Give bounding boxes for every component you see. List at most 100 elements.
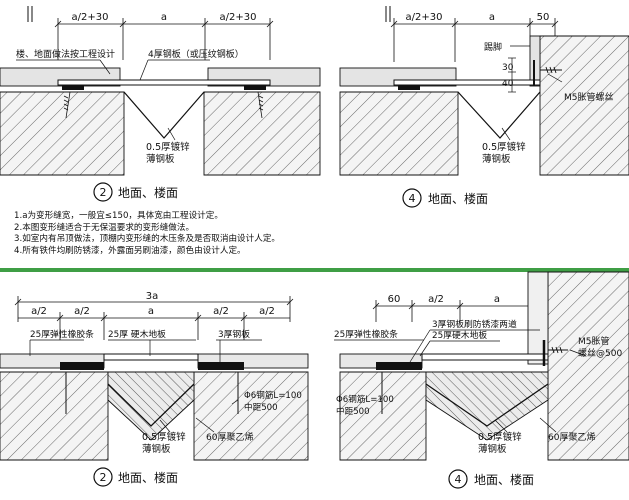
polyethylene [107,371,195,441]
dim-label: a/2+30 [406,12,443,23]
pe-note: 60厚聚乙烯 [206,431,253,443]
section-separator [0,268,629,272]
dim-label: a/2+30 [220,12,257,23]
caption-title: 地面、楼面 [118,470,178,485]
vertical-dims [508,57,516,93]
plate-block [398,85,420,90]
bottom-left-detail: 3a a/2 a/2 a a/2 a/2 [0,291,309,487]
caption-circle [402,188,422,208]
design-notes: 1.a为变形缝宽，一般宜≤150，具体宽由工程设计定。 2.本图变形缝适合于无保… [14,211,280,257]
rebar-note: 中距500 [244,401,278,413]
dim-vertical: 30 [502,63,514,73]
wood-note: 25厚硬木地板 [432,329,487,341]
bolt-note: M5胀管 [578,335,610,347]
sheet-note: 0.5厚镀锌 [482,141,526,153]
dim-label: a [489,12,495,23]
dim-label: a [148,306,154,317]
slab [339,371,427,461]
sheet-note: 薄钢板 [478,443,507,455]
skirting-note: 踢脚 [484,42,502,53]
caption-circle [93,467,113,487]
rebar-note: Φ6钢筋L=100 [244,389,302,401]
anchor-bolts [63,91,264,119]
bolt-note: 螺丝@500 [578,347,622,359]
dim-label: a/2 [74,306,90,317]
floor-note: 楼、地面做法按工程设计 [16,48,115,60]
leaders [16,59,210,141]
slab-left [0,371,109,461]
rubber-strip [421,353,549,361]
caption-number: 2 [100,471,107,484]
steel-plate-left [60,362,104,370]
dimension-line-top-left [54,18,274,60]
leaders [501,45,563,141]
plate-block [62,85,84,90]
note-line: 1.a为变形缝宽，一般宜≤150，具体宽由工程设计定。 [14,211,223,221]
rebars [65,372,239,414]
caption-title: 地面、楼面 [428,191,488,206]
rubber-note: 25厚弹性橡胶条 [30,328,94,340]
leaders [334,329,587,433]
steel-plate-right [198,362,244,370]
dim-label: a/2 [259,306,275,317]
dim-label: a [494,294,500,305]
steel-plate [376,362,422,370]
caption-number: 2 [100,186,107,199]
sheet-note: 薄钢板 [146,153,175,165]
bottom-right-detail: 60 a/2 a 3厚钢板刷防锈漆两道 25厚硬木地板 25厚弹性橡胶条 [334,271,629,489]
caption-number: 4 [455,473,462,486]
dim-label: a/2 [428,294,444,305]
galvanized-sheet [457,91,541,139]
note-line: 4.所有铁件均刷防锈漆，外露面另刷油漆，颜色由设计人定。 [14,245,246,256]
polyethylene [425,371,549,441]
caption-title: 地面、楼面 [118,185,178,200]
steel-plate [57,79,271,86]
rebar-note: 中距500 [336,405,370,417]
sheet-note: 薄钢板 [482,153,511,165]
wall [547,271,629,461]
galvanized-sheet [123,91,205,139]
wood-note: 25厚 硬木地板 [108,328,166,340]
note-line: 2.本图变形缝适合于无保温要求的变形缝做法。 [14,222,195,233]
sheet-note: 0.5厚镀锌 [478,431,522,443]
section-cut-mark [27,6,33,22]
plate-note: 3厚钢板 [218,328,250,340]
pe-note: 60厚聚乙烯 [548,431,595,443]
slab-right [193,371,309,461]
dimension-line-top-right [390,18,559,62]
dim-label: 60 [388,294,401,305]
galvanized-sheet [425,383,549,427]
dim-label: a/2+30 [72,12,109,23]
sheet-note: 薄钢板 [142,443,171,455]
rebar-note: Φ6钢筋L=100 [336,393,394,405]
wall [539,35,629,176]
plate-block [244,85,266,90]
galvanized-sheet [107,383,195,427]
rubber-strip [103,353,199,361]
slab [339,91,459,176]
dim-label: a/2 [213,306,229,317]
top-right-detail: a/2+30 a 50 30 40 踢脚 M5胀管螺丝 [339,6,629,208]
steel-plate [393,79,541,86]
bolt [548,346,568,354]
dim-label: a/2 [31,306,47,317]
plate-note: 4厚钢板（或压纹钢板） [148,48,244,60]
rubber-note: 25厚弹性橡胶条 [334,328,398,340]
dim-label: 50 [537,12,550,23]
plate-note: 3厚钢板刷防锈漆两道 [432,318,517,330]
caption-title: 地面、楼面 [474,472,534,487]
slab-right [203,91,321,176]
caption-circle [93,182,113,202]
section-cut-mark [385,6,391,22]
sheet-note: 0.5厚镀锌 [142,431,186,443]
bolt-note: M5胀管螺丝 [564,91,614,103]
note-line: 3.如室内有吊顶做法，顶棚内变形缝的木压条及是否取消由设计人定。 [14,234,281,245]
dim-total: 3a [146,291,159,302]
leaders [29,339,262,433]
dimension-line-parts [18,312,290,340]
top-left-detail: a/2+30 a a/2+30 楼、地面做法按工程设计 4厚钢板（或压纹钢板） … [0,6,321,202]
slab-left [0,91,125,176]
bolt [540,66,562,74]
caption-number: 4 [409,192,416,205]
